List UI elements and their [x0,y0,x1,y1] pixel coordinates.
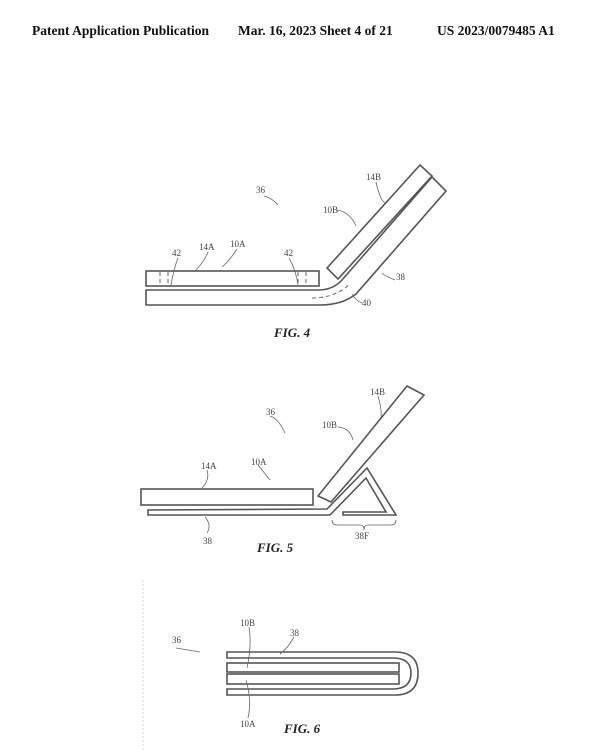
panel-14a [140,488,314,506]
figure-4: 36 14B 10B 42 14A 10A 42 38 40 FIG. 4 [145,163,448,340]
ref-10a: 10A [240,719,256,729]
sheet-38 [226,651,419,696]
publication-date-sheet: Mar. 16, 2023 Sheet 4 of 21 [238,23,393,38]
ref-14b: 14B [370,387,385,397]
ref-36: 36 [172,635,182,645]
ref-36: 36 [256,185,266,195]
ref-10b: 10B [240,618,255,628]
panel-10b [316,384,426,503]
ref-38: 38 [203,536,213,546]
panel-14a [145,270,320,287]
publication-number: US 2023/0079485 A1 [437,23,555,38]
ref-36: 36 [266,407,276,417]
panel-10a [226,673,400,685]
panel-10b [226,662,400,673]
ref-10a: 10A [251,457,267,467]
figure-5-caption: FIG. 5 [256,540,294,555]
panel-10b [325,163,434,281]
ref-14a: 14A [201,461,217,471]
figure-6-caption: FIG. 6 [283,721,321,736]
figure-5: 36 14B 10B 14A 10A 38 38F FIG. 5 [140,384,426,555]
ref-10b: 10B [323,205,338,215]
figure-4-caption: FIG. 4 [273,325,311,340]
ref-10a: 10A [230,239,246,249]
publication-title: Patent Application Publication [32,23,210,38]
ref-38: 38 [290,628,300,638]
brace-38f [331,519,397,531]
ref-42: 42 [284,248,293,258]
sheet-38 [147,466,398,516]
ref-14b: 14B [366,172,381,182]
ref-42: 42 [172,248,181,258]
ref-38: 38 [396,272,406,282]
figure-6: 36 10B 38 10A FIG. 6 [142,580,419,750]
ref-38f: 38F [355,531,369,541]
ref-40: 40 [362,298,372,308]
ref-10b: 10B [322,420,337,430]
ref-14a: 14A [199,242,215,252]
sheet-38 [145,175,448,306]
